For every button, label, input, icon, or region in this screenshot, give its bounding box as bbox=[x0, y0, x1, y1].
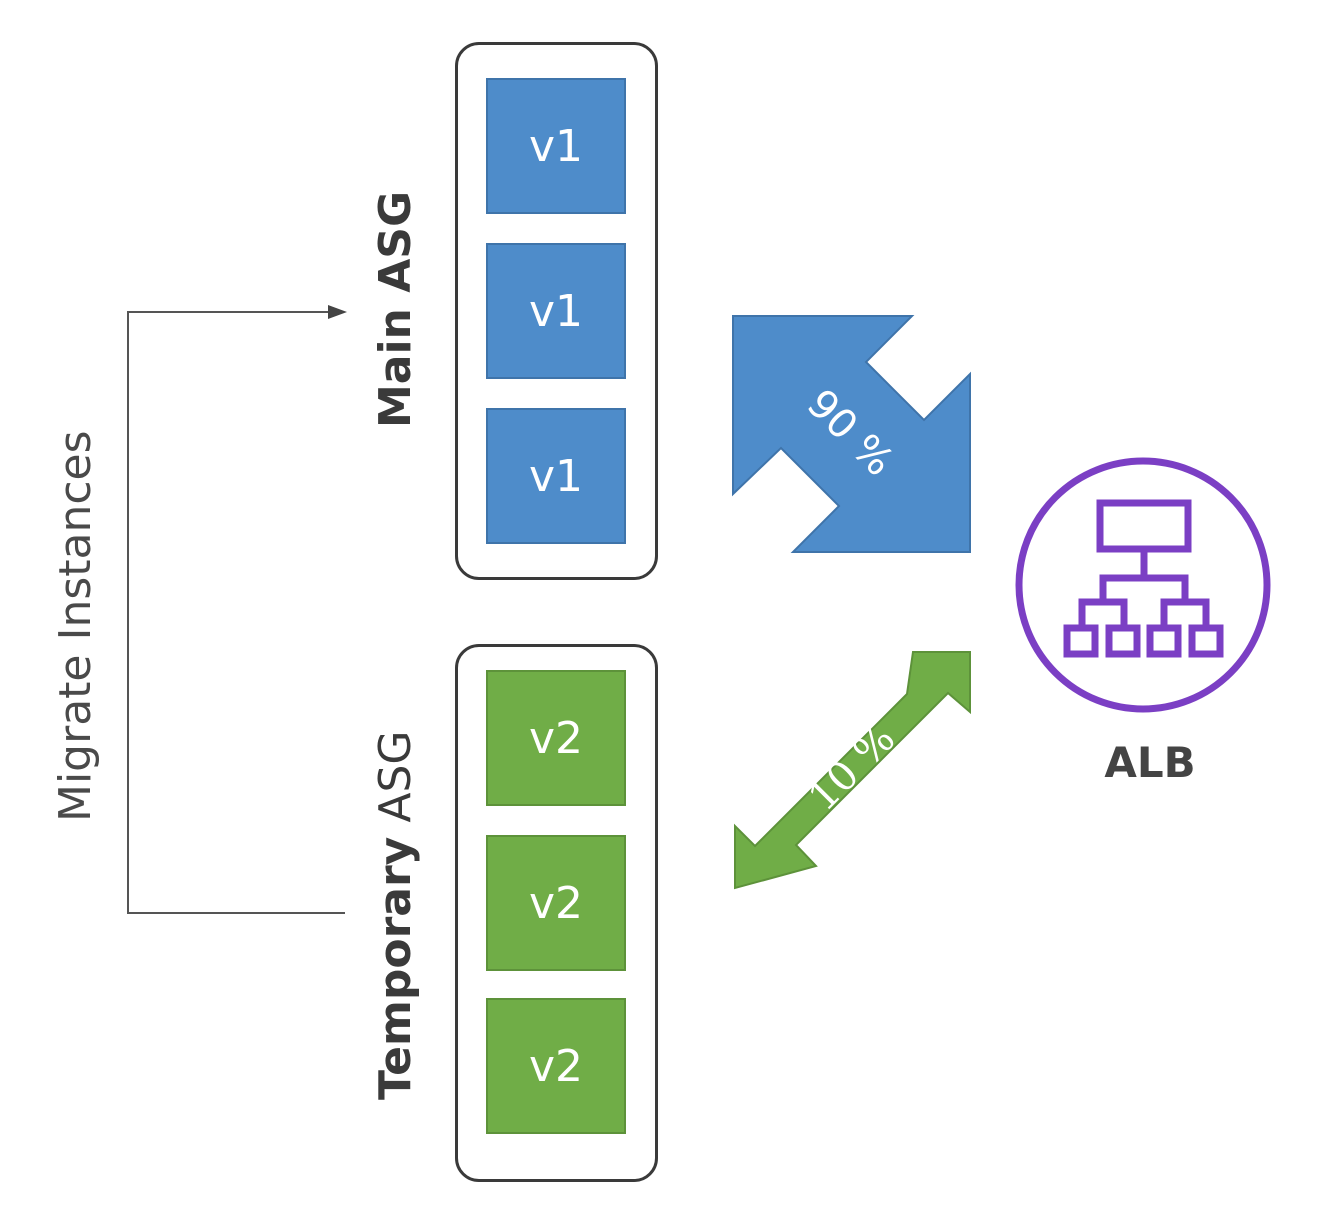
alb-label: ALB bbox=[1104, 738, 1196, 787]
traffic-arrow-temp bbox=[734, 651, 971, 890]
load-balancer-icon bbox=[1015, 457, 1271, 713]
traffic-arrow-main bbox=[732, 315, 971, 553]
instance-v2[interactable]: v2 bbox=[486, 998, 626, 1134]
instance-v1[interactable]: v1 bbox=[486, 78, 626, 214]
migrate-connector-line bbox=[127, 311, 345, 914]
temporary-asg-label-rest: ASG bbox=[370, 730, 421, 837]
temporary-asg-label-bold: Temporary bbox=[370, 836, 421, 1100]
instance-v2[interactable]: v2 bbox=[486, 835, 626, 971]
instance-v1[interactable]: v1 bbox=[486, 243, 626, 379]
main-asg-label: Main ASG bbox=[370, 190, 421, 428]
instance-v2[interactable]: v2 bbox=[486, 670, 626, 806]
instance-v1[interactable]: v1 bbox=[486, 408, 626, 544]
temporary-asg-label: Temporary ASG bbox=[370, 731, 421, 1100]
migrate-arrowhead-icon bbox=[328, 305, 347, 319]
migrate-instances-label: Migrate Instances bbox=[50, 430, 101, 822]
